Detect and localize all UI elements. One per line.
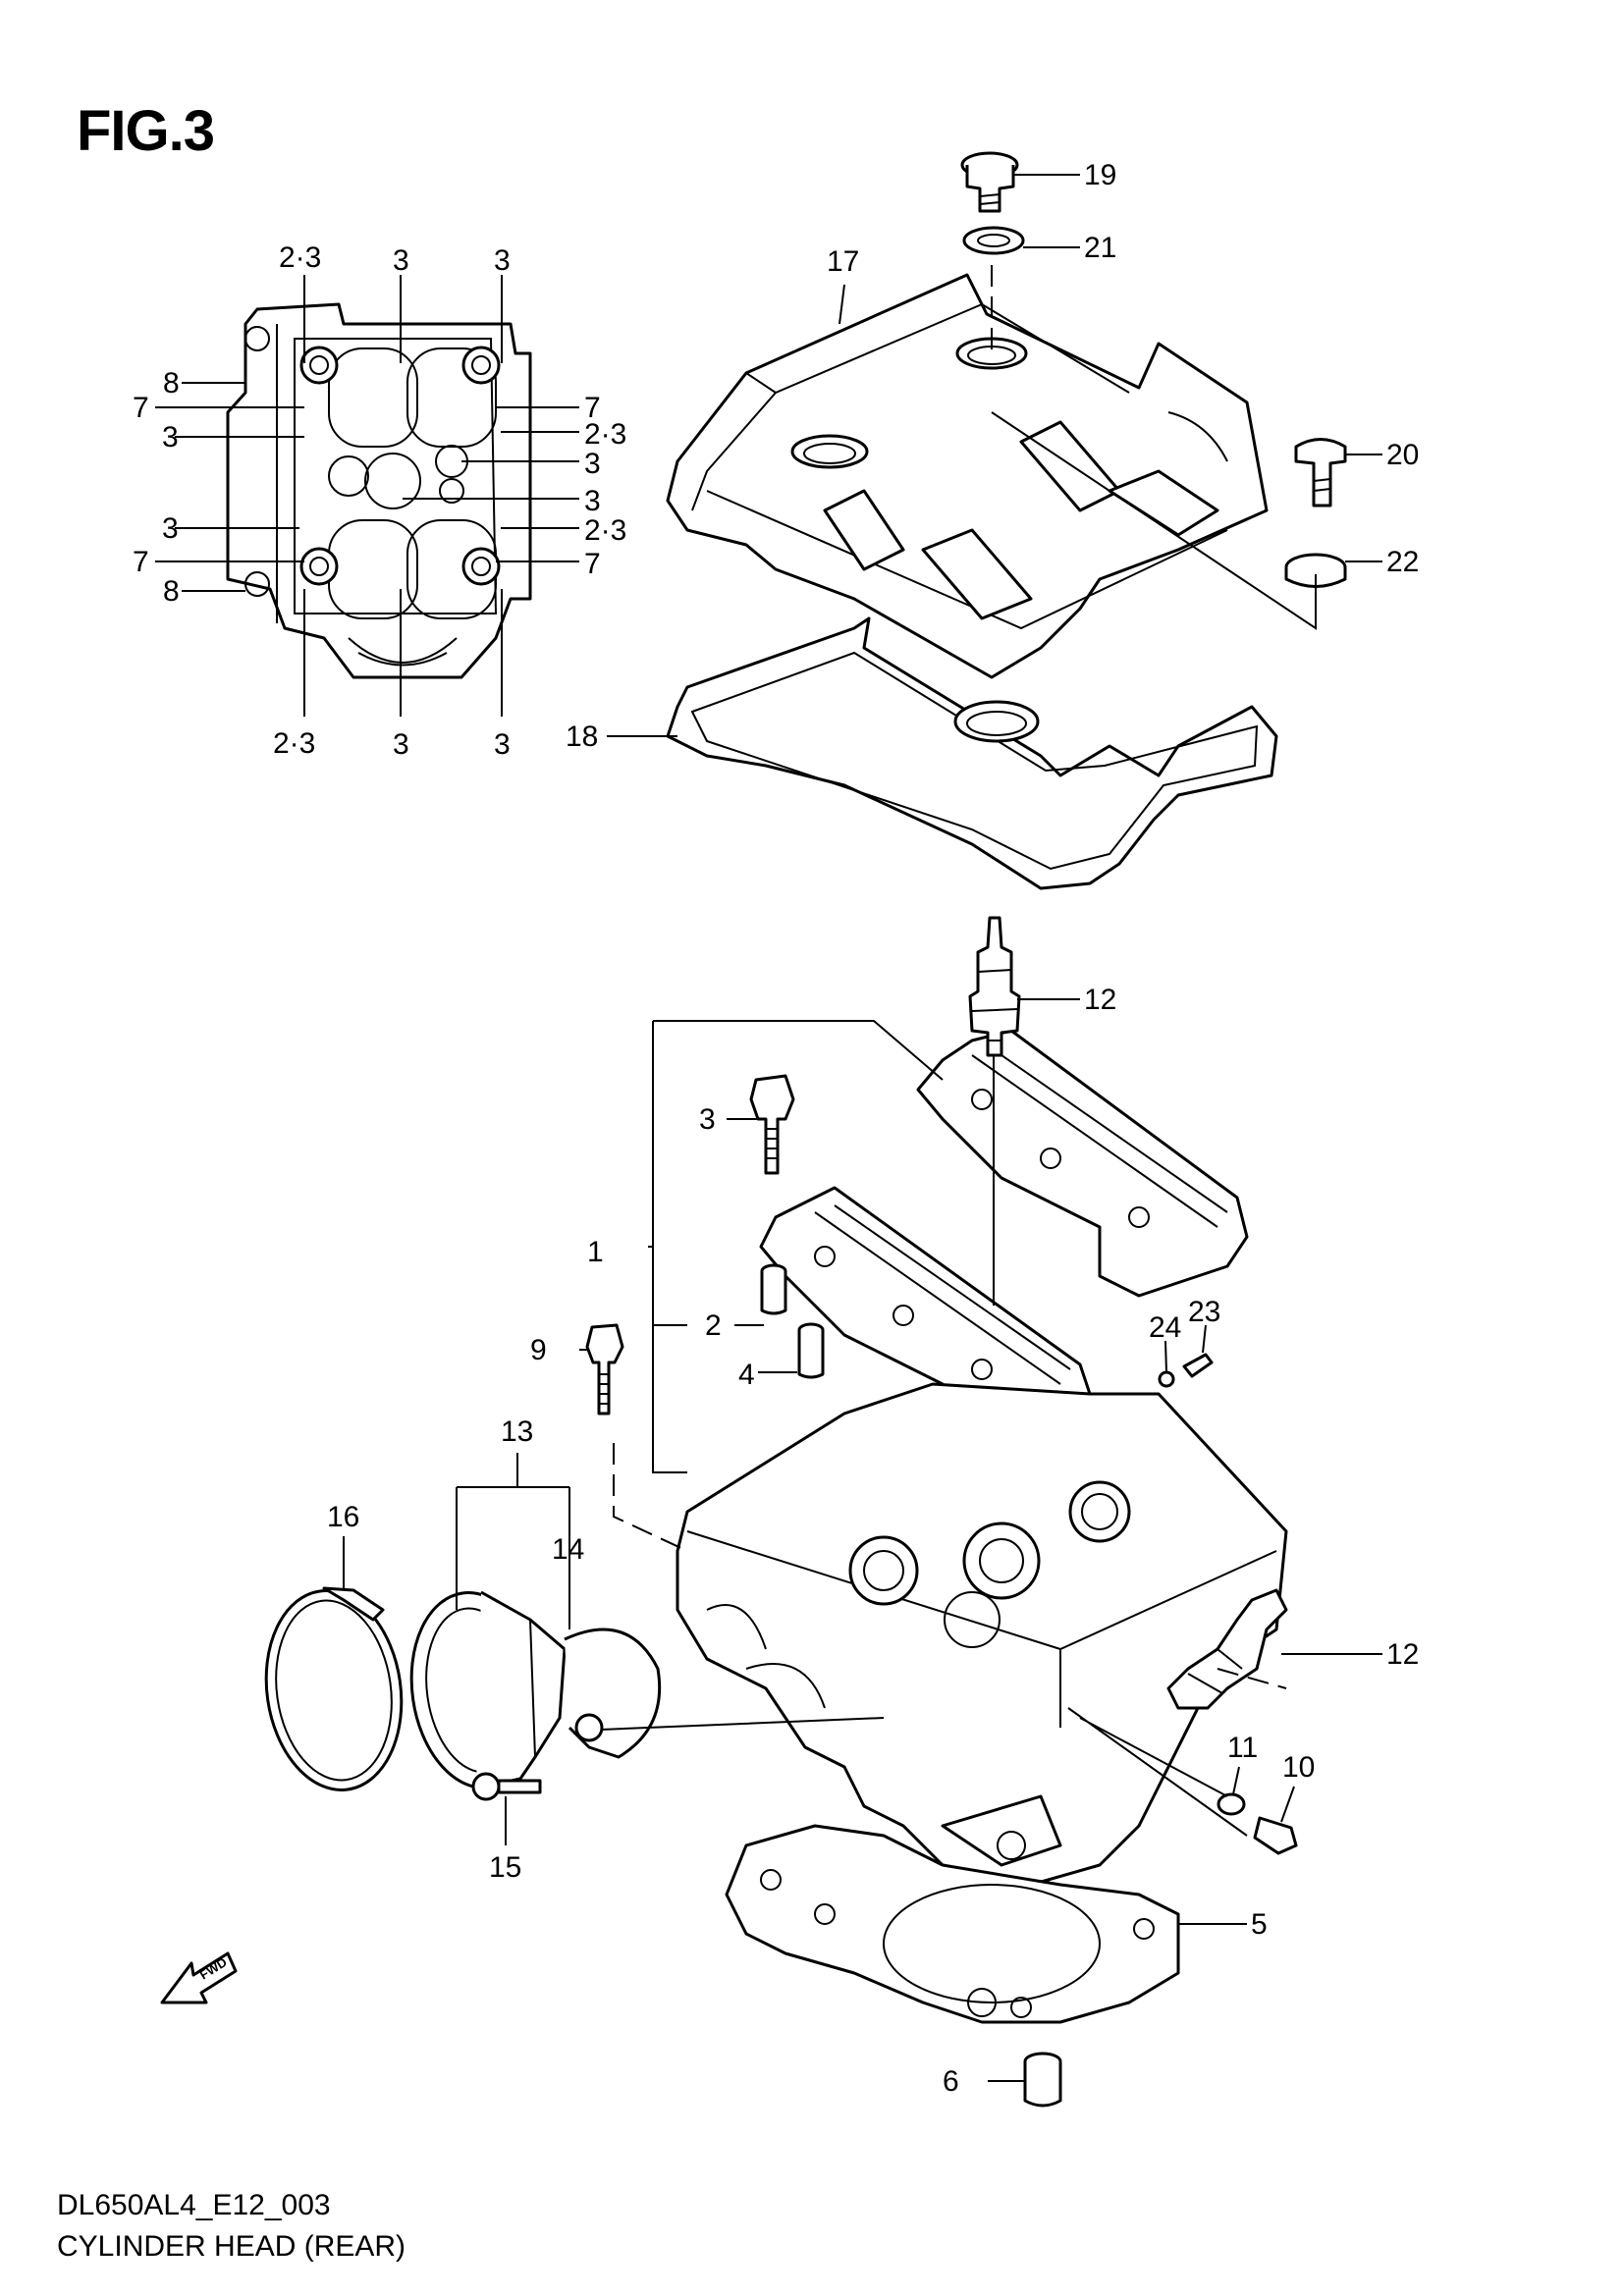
intake-gasket (564, 1628, 662, 1759)
inset-callout-7: 7 (133, 392, 149, 424)
inset-callout-3: 3 (584, 448, 601, 480)
callout-16: 16 (327, 1501, 359, 1533)
callout-10: 10 (1282, 1751, 1315, 1784)
cylinder-head-top-view-inset (226, 302, 532, 679)
callout-12: 12 (1386, 1638, 1419, 1671)
inset-callout-7: 7 (584, 392, 601, 424)
callout-13: 13 (501, 1415, 533, 1448)
callout-3: 3 (699, 1103, 716, 1136)
callout-23: 23 (1188, 1296, 1220, 1328)
spark-plug-lower (1166, 1588, 1288, 1710)
callout-21: 21 (1084, 232, 1116, 264)
callout-11: 11 (1227, 1732, 1258, 1764)
callout-4: 4 (738, 1359, 755, 1391)
inset-callout-3: 3 (584, 485, 601, 517)
head-bolt (585, 1323, 624, 1415)
leader-lines (155, 174, 1382, 2082)
inset-callout-2-3: 2·3 (279, 241, 321, 274)
pipe-screw (471, 1772, 542, 1801)
figure-title: FIG.3 (77, 99, 215, 163)
valve-cover (666, 273, 1269, 679)
inset-callout-8: 8 (163, 575, 180, 608)
callout-18: 18 (566, 721, 598, 753)
spark-plug-upper (968, 916, 1021, 1057)
inset-callout-3: 3 (393, 728, 409, 761)
inset-callout-3: 3 (494, 244, 511, 277)
figure-name: CYLINDER HEAD (REAR) (57, 2230, 406, 2263)
figure-code: DL650AL4_E12_003 (57, 2189, 331, 2221)
callout-2: 2 (705, 1309, 722, 1342)
callout-20: 20 (1386, 439, 1419, 471)
inset-callout-3: 3 (494, 728, 511, 761)
callout-15: 15 (489, 1851, 521, 1884)
callout-9: 9 (530, 1334, 547, 1366)
cylinder-head-gasket (725, 1824, 1180, 2024)
callout-12: 12 (1084, 984, 1116, 1016)
dowel-sleeve (760, 1263, 787, 1315)
inset-callout-2-3: 2·3 (584, 514, 626, 547)
oring-and-plug (1158, 1353, 1214, 1388)
callout-24: 24 (1149, 1311, 1181, 1344)
valve-cover-gasket (666, 616, 1278, 890)
dowel-pin (1023, 2052, 1062, 2108)
inset-callout-7: 7 (584, 548, 601, 580)
callout-5: 5 (1251, 1908, 1268, 1941)
callout-19: 19 (1084, 159, 1116, 191)
inset-callout-3: 3 (393, 244, 409, 277)
inset-callout-8: 8 (163, 367, 180, 400)
callout-labels: 2·3 3 3 8 7 7 3 2·3 3 3 3 2·3 7 7 8 2·3 … (133, 159, 1419, 2098)
forward-arrow-icon: FWD (160, 1951, 238, 2004)
callout-17: 17 (827, 245, 859, 278)
callout-14: 14 (552, 1533, 584, 1566)
intake-clamp (264, 1586, 404, 1791)
cam-holder-bolt (749, 1074, 795, 1175)
inset-callout-3: 3 (162, 421, 179, 454)
inset-callout-2-3: 2·3 (584, 418, 626, 451)
inset-callout-2-3: 2·3 (273, 727, 315, 760)
callout-1: 1 (587, 1236, 604, 1268)
oil-jet (797, 1322, 825, 1379)
intake-pipe (409, 1590, 567, 1790)
inset-callout-3: 3 (162, 512, 179, 545)
inset-callout-7: 7 (133, 546, 149, 578)
callout-22: 22 (1386, 546, 1419, 578)
cylinder-head (676, 1382, 1288, 1887)
callout-6: 6 (943, 2065, 959, 2098)
washer-and-bolt (1217, 1792, 1298, 1855)
